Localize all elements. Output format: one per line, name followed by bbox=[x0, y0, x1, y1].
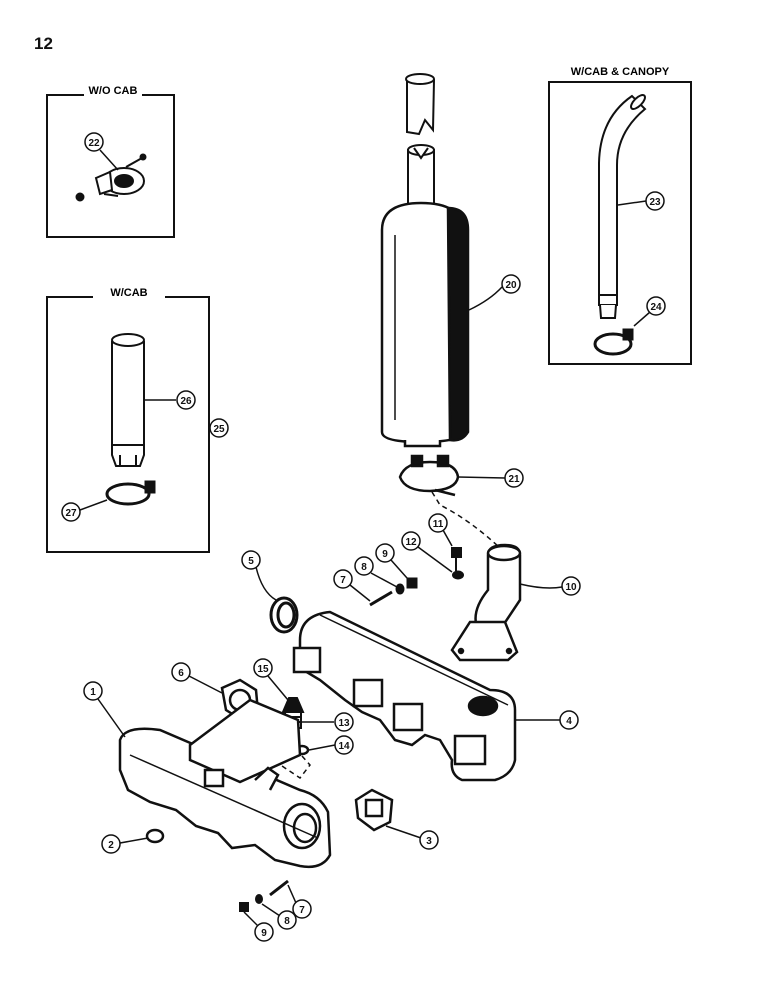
stud-7-upper bbox=[369, 590, 393, 607]
callout-9-lower: 9 bbox=[261, 928, 267, 939]
exhaust-manifold-4 bbox=[292, 610, 517, 782]
callout-1: 1 bbox=[90, 687, 96, 698]
callout-7-lower: 7 bbox=[299, 905, 305, 916]
callout-6: 6 bbox=[178, 668, 184, 679]
plug-2 bbox=[145, 828, 165, 844]
exhaust-elbow-10 bbox=[450, 543, 522, 662]
callout-2: 2 bbox=[108, 840, 114, 851]
callout-8-upper: 8 bbox=[361, 562, 367, 573]
page-number: 12 bbox=[34, 34, 53, 53]
callout-25: 25 bbox=[213, 424, 225, 435]
nut-9-upper bbox=[406, 577, 418, 589]
stud-7-lower bbox=[269, 879, 289, 897]
callout-26: 26 bbox=[180, 396, 192, 407]
clamp-27 bbox=[105, 480, 156, 506]
callout-10: 10 bbox=[565, 582, 577, 593]
callout-22: 22 bbox=[88, 138, 100, 149]
callout-20: 20 bbox=[505, 280, 517, 291]
inset-wo-cab: W/O CAB bbox=[46, 85, 175, 238]
callout-21: 21 bbox=[508, 474, 520, 485]
callout-4: 4 bbox=[566, 716, 572, 727]
curved-tail-pipe-23 bbox=[598, 94, 647, 319]
callout-13: 13 bbox=[338, 718, 350, 729]
inset-w-cab: W/CAB bbox=[46, 287, 210, 553]
nut-9-lower bbox=[239, 902, 249, 912]
bolt-11 bbox=[451, 547, 462, 571]
dashed-connector-21-10 bbox=[431, 491, 501, 549]
callout-8-lower: 8 bbox=[284, 916, 290, 927]
callout-3: 3 bbox=[426, 836, 432, 847]
extension-pipe-26 bbox=[111, 333, 145, 467]
callout-9-upper: 9 bbox=[382, 549, 388, 560]
callout-7-upper: 7 bbox=[340, 575, 346, 586]
washer-12 bbox=[452, 570, 464, 580]
gasket-3 bbox=[354, 788, 394, 832]
inset-wo-cab-title: W/O CAB bbox=[89, 85, 138, 97]
muffler-clamp-21 bbox=[398, 454, 460, 497]
callout-11: 11 bbox=[433, 519, 444, 530]
callout-23: 23 bbox=[649, 197, 661, 208]
washer-8-upper bbox=[395, 583, 405, 595]
top-exhaust-pipe bbox=[405, 73, 436, 136]
rain-cap-part bbox=[75, 153, 147, 202]
washer-8-lower bbox=[255, 894, 263, 904]
clamp-24 bbox=[593, 328, 634, 356]
muffler-20 bbox=[380, 201, 470, 448]
inset-canopy-title: W/CAB & CANOPY bbox=[571, 66, 670, 78]
callout-12: 12 bbox=[405, 537, 417, 548]
callouts: 22 26 25 27 20 23 24 21 11 12 bbox=[61, 132, 666, 942]
callout-27: 27 bbox=[65, 508, 77, 519]
inset-w-cab-title: W/CAB bbox=[110, 287, 147, 299]
exhaust-manifold-1 bbox=[118, 698, 332, 869]
inset-w-cab-canopy: W/CAB & CANOPY bbox=[548, 65, 692, 365]
callout-24: 24 bbox=[650, 302, 662, 313]
seal-ring-5 bbox=[269, 596, 299, 634]
callout-15: 15 bbox=[257, 664, 269, 675]
callout-5: 5 bbox=[248, 556, 254, 567]
callout-14: 14 bbox=[338, 741, 350, 752]
